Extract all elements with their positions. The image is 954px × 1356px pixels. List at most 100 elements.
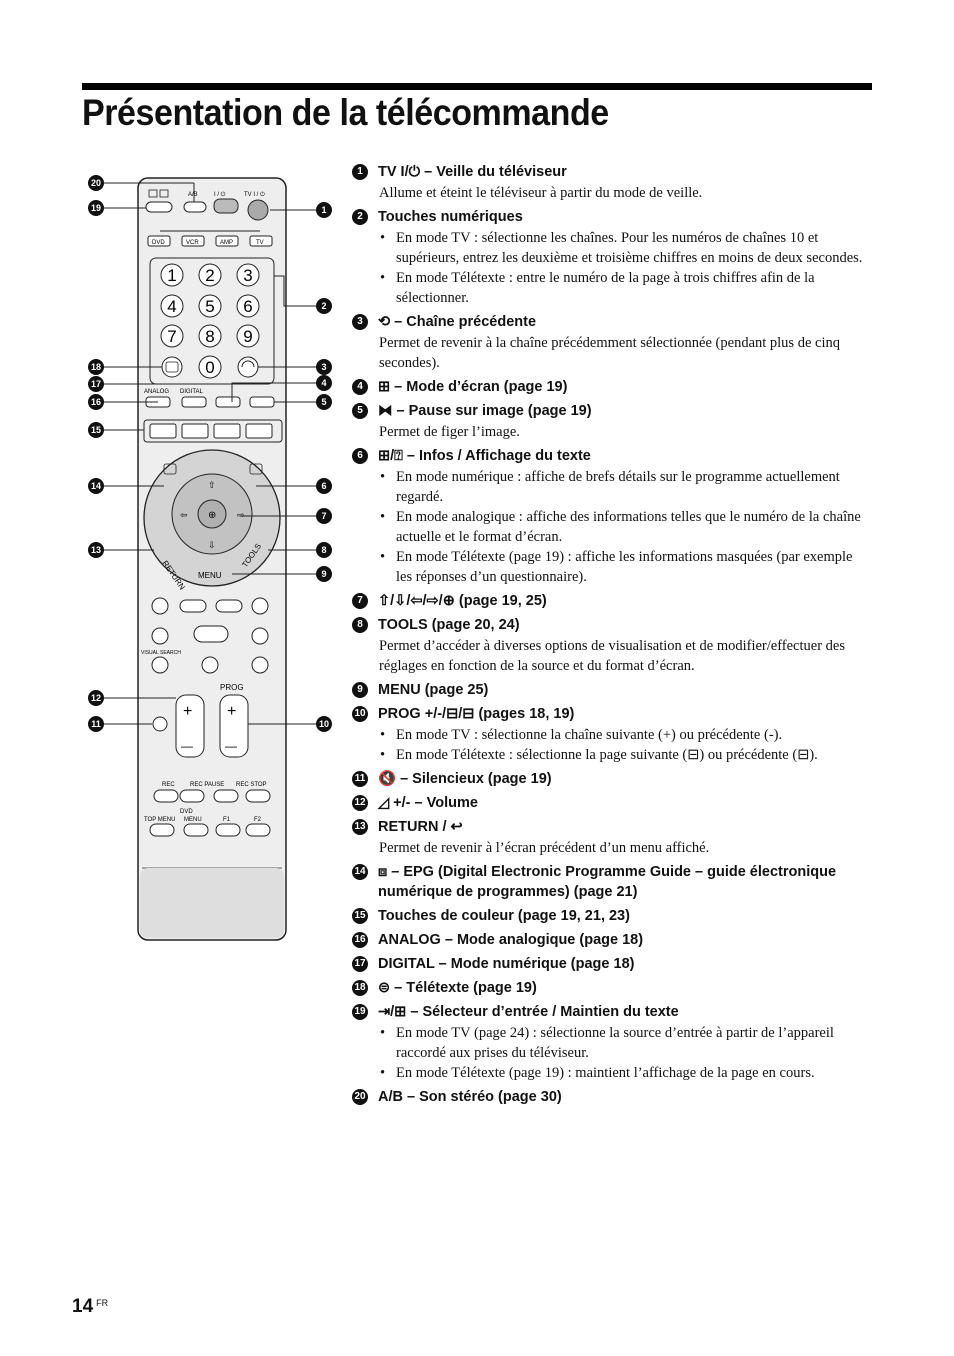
callout-5: 5 [321,397,326,407]
menu2-label: MENU [184,817,202,823]
bullet: En mode TV : sélectionne les chaînes. Po… [379,228,872,268]
prog-label: PROG [220,683,244,692]
visual-search-label: VISUAL SEARCH [141,650,181,656]
ab-label: A/B [188,192,198,198]
yellow-button [213,423,241,439]
digit-8: 8 [205,327,214,346]
item-number: 20 [352,1089,368,1105]
item-16: 16 ANALOG – Mode analogique (page 18) [352,930,872,950]
tv-power-label: TV I / ⏻ [244,191,265,198]
red-button [149,423,177,439]
digit-2: 2 [205,266,214,285]
item-number: 8 [352,617,368,633]
callout-6: 6 [321,481,326,491]
bullet: En mode TV (page 24) : sélectionne la so… [379,1023,872,1063]
callout-10: 10 [319,719,329,729]
mode-tv: TV [256,240,264,246]
callout-1: 1 [321,205,326,215]
item-heading: Touches de couleur (page 19, 21, 23) [378,908,630,924]
item-6: 6⊞/⍰ – Infos / Affichage du texte En mod… [352,446,872,587]
volume-rocker [175,694,205,758]
item-4: 4⊞ – Mode d’écran (page 19) [352,377,872,397]
item-number: 18 [352,980,368,996]
callout-18: 18 [91,362,101,372]
item-number: 15 [352,908,368,924]
item-heading: ⊞ – Mode d’écran (page 19) [378,379,568,395]
item-heading: ⧈ – EPG (Digital Electronic Programme Gu… [378,864,837,900]
item-heading: ⟲ – Chaîne précédente [378,314,537,330]
callout-7: 7 [321,511,326,521]
f1-label: F1 [223,817,231,823]
digit-4: 4 [167,297,176,316]
item-1: 1 TV I/⏻ – Veille du téléviseur Allume et… [352,162,872,203]
digit-1: 1 [167,266,176,285]
digit-3: 3 [243,266,252,285]
item-number: 16 [352,932,368,948]
item-3: 3⟲ – Chaîne précédente Permet de revenir… [352,312,872,373]
item-heading: ⇥/⊞ – Sélecteur d’entrée / Maintien du t… [378,1004,679,1020]
item-19: 19⇥/⊞ – Sélecteur d’entrée / Maintien du… [352,1002,872,1083]
ab-button [183,201,207,213]
item-18: 18 ⊜ – Télétexte (page 19) [352,978,872,998]
tv-power-button [247,199,269,221]
vol-plus-label: + [183,703,192,720]
bullet: En mode Télétexte (page 19) : affiche le… [379,547,872,587]
item-description: Permet d’accéder à diverses options de v… [379,638,845,674]
analog-label: ANALOG [144,389,169,395]
mute-button [152,716,168,732]
teletext-button [161,356,183,378]
item-heading: A/B – Son stéréo (page 30) [378,1089,562,1105]
callout-17: 17 [91,379,101,389]
item-number: 10 [352,706,368,722]
item-heading: ⇧/⇩/⇦/⇨/⊕ (page 19, 25) [378,593,547,609]
bullet: En mode Télétexte : entre le numéro de l… [379,268,872,308]
mode-dvd: DVD [152,240,165,246]
power-label: I / ⏻ [214,191,226,198]
item-description: Allume et éteint le téléviseur à partir … [379,185,703,201]
item-heading: MENU (page 25) [378,682,489,698]
item-heading: ANALOG – Mode analogique (page 18) [378,932,644,948]
rec-label: REC [162,782,175,788]
item-heading: Touches numériques [378,209,523,225]
item-number: 1 [352,164,368,180]
item-number: 17 [352,956,368,972]
bullet: En mode numérique : affiche de brefs dét… [379,467,872,507]
callout-4: 4 [321,378,326,388]
prog-rocker [219,694,249,758]
item-number: 7 [352,593,368,609]
digit-6: 6 [243,297,252,316]
input-button [145,201,173,213]
item-heading: ⧓ – Pause sur image (page 19) [378,403,592,419]
item-12: 12◿ +/- – Volume [352,793,872,813]
blue-button [245,423,273,439]
bullet: En mode analogique : affiche des informa… [379,507,872,547]
item-number: 11 [352,771,368,787]
menu-label: MENU [198,571,222,580]
green-button [181,423,209,439]
callout-2: 2 [321,301,326,311]
mode-vcr: VCR [186,240,199,246]
item-number: 14 [352,864,368,880]
prog-minus-label: — [225,739,237,753]
callout-8: 8 [321,545,326,555]
item-heading: TV I/⏻ – Veille du téléviseur [378,164,567,180]
svg-text:⇨: ⇨ [237,510,245,520]
page-title: Présentation de la télécommande [82,92,609,133]
language-code: FR [96,1297,109,1308]
prog-plus-label: + [227,703,236,720]
item-20: 20 A/B – Son stéréo (page 30) [352,1087,872,1107]
vol-minus-label: — [181,739,193,753]
svg-text:⇩: ⇩ [208,540,216,550]
item-description: Permet de revenir à l’écran précédent d’… [379,840,710,856]
callout-11: 11 [91,719,101,729]
item-heading: ⊜ – Télétexte (page 19) [378,980,537,996]
item-number: 2 [352,209,368,225]
item-heading: RETURN / ↩ [378,819,463,835]
svg-text:⇦: ⇦ [180,510,188,520]
callout-3: 3 [321,362,326,372]
item-number: 13 [352,819,368,835]
item-number: 3 [352,314,368,330]
